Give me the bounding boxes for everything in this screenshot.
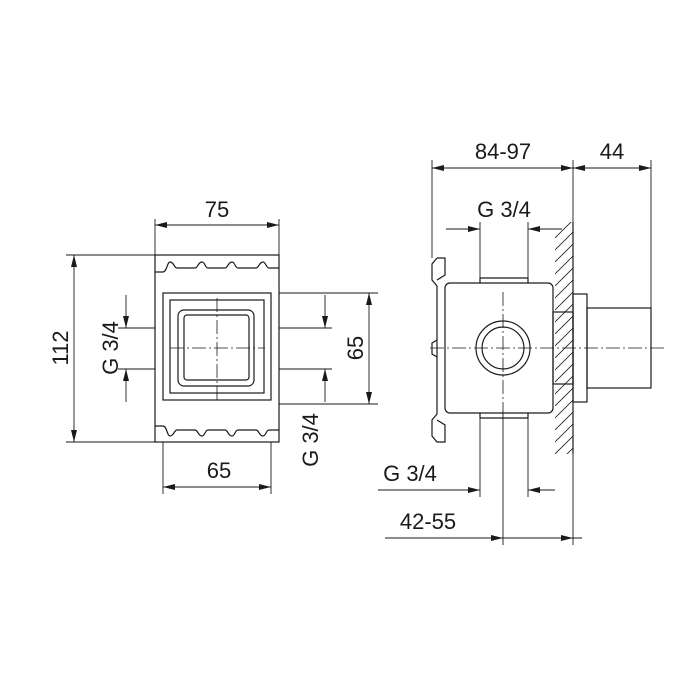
mounting-bracket xyxy=(431,257,446,443)
bracket-knob xyxy=(431,339,438,358)
wall-hatch xyxy=(555,222,573,454)
thread-top-side-label: G 3/4 xyxy=(477,197,531,222)
thread-bottom-label: G 3/4 xyxy=(298,413,323,467)
square-valve-inner xyxy=(183,314,250,381)
thread-left-label: G 3/4 xyxy=(98,321,123,375)
bottom-notches xyxy=(155,425,279,437)
front-body-outline xyxy=(154,254,280,443)
dim-height-inner: 65 xyxy=(343,336,368,360)
front-view: 75 112 G 3/4 65 G 3/4 xyxy=(48,197,378,494)
dim-width-top: 75 xyxy=(205,197,229,222)
dim-depth-lower: 42-55 xyxy=(400,509,456,534)
dim-height-total: 112 xyxy=(48,330,73,365)
side-view: 84-97 44 G 3/4 G 3/4 42-55 xyxy=(378,139,665,545)
dim-depth-range: 84-97 xyxy=(475,139,531,164)
dim-depth-cap: 44 xyxy=(600,139,624,164)
thread-bottom-side-label: G 3/4 xyxy=(383,461,437,486)
top-notches xyxy=(155,261,279,273)
dim-width-bottom: 65 xyxy=(207,458,231,483)
